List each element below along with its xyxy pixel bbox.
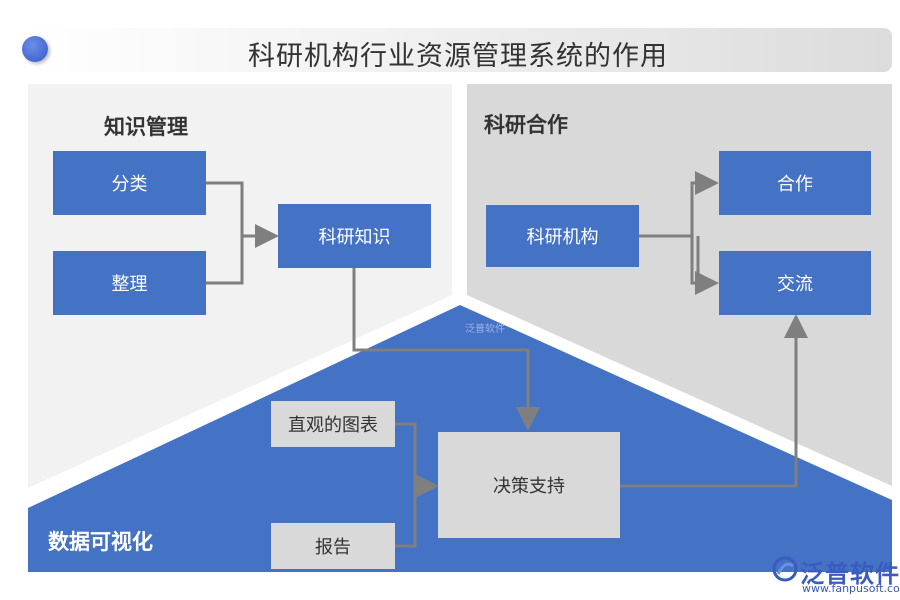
connector-charts [395,422,417,486]
box-research-knowledge: 科研知识 [278,204,431,268]
connector-to-exchange [690,236,719,295]
brand-logo: 泛普软件 www.fanpusoft.com [770,552,900,596]
watermark: 泛普软件 [465,324,505,335]
connector-decision-exchange [620,314,808,488]
section-label-knowledge: 知识管理 [104,114,188,139]
connector-knowledge-decision [352,268,540,431]
logo-url: www.fanpusoft.com [802,582,900,595]
connector-report [395,486,417,548]
box-decision-support: 决策支持 [438,432,620,538]
page-title: 科研机构行业资源管理系统的作用 [248,41,668,72]
connector-organize [206,236,244,285]
box-exchange: 交流 [719,251,871,315]
logo-name: 泛普软件 [800,560,900,588]
connector-to-cooperate [690,171,719,236]
box-report: 报告 [271,523,395,569]
section-label-visualization: 数据可视化 [48,529,153,554]
box-cooperate: 合作 [719,151,871,215]
section-label-cooperation: 科研合作 [484,112,568,137]
box-classify: 分类 [53,151,206,215]
box-organize: 整理 [53,251,206,315]
box-institution: 科研机构 [486,205,639,267]
title-bar: 科研机构行业资源管理系统的作用 [22,28,892,72]
connector-classify [206,181,244,236]
box-charts: 直观的图表 [271,401,395,447]
fanpu-logo-icon [772,556,798,582]
title-bullet-icon [22,36,48,62]
